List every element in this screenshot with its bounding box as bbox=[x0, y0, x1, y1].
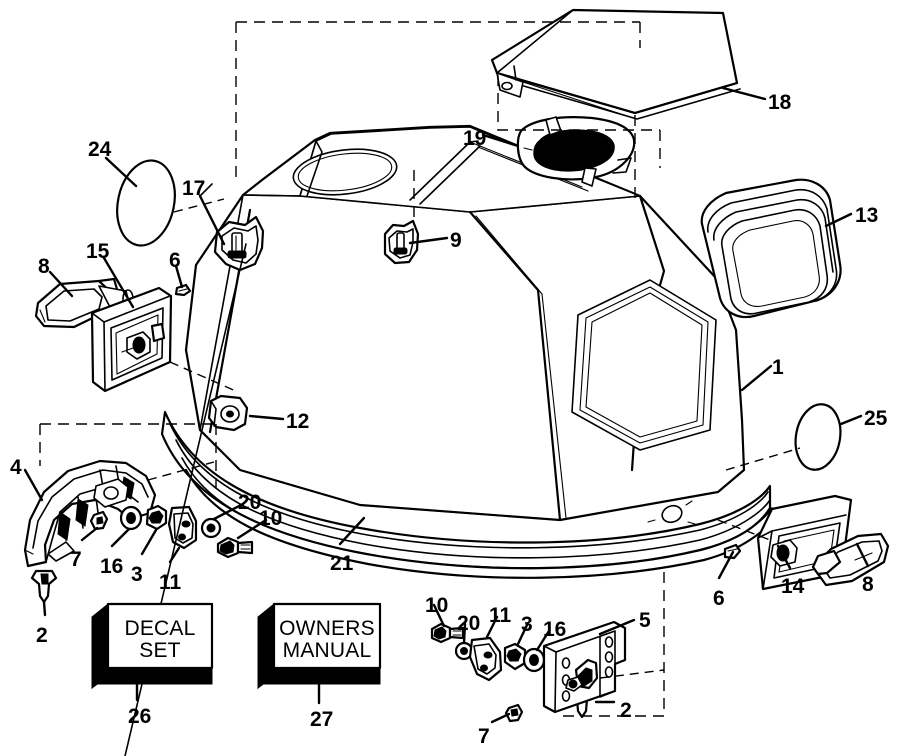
callout-26-decal-set: 26 bbox=[128, 705, 152, 728]
callout-15-latch-plate: 15 bbox=[86, 240, 110, 263]
window-seal-13 bbox=[700, 178, 842, 319]
latch-plate-15 bbox=[90, 286, 173, 393]
vent-seal-19 bbox=[516, 116, 636, 187]
oval-plug-24 bbox=[116, 159, 176, 247]
callout-3-nut-left: 3 bbox=[131, 563, 143, 586]
callout-11-keeper-right: 11 bbox=[489, 604, 512, 627]
fastener-row-left bbox=[30, 504, 254, 604]
callout-8-handle-right: 8 bbox=[862, 573, 874, 596]
engine-cover-main-body bbox=[184, 124, 746, 525]
top-cover-panel-18 bbox=[490, 8, 741, 120]
callout-18-top-cover: 18 bbox=[768, 91, 792, 114]
callout-1-engine-cover: 1 bbox=[772, 356, 784, 379]
oval-plug-25 bbox=[794, 403, 842, 471]
callout-2-fastener-left: 2 bbox=[36, 624, 48, 647]
callout-24-grommet-plug: 24 bbox=[88, 138, 112, 161]
callout-14-latch-plate-right: 14 bbox=[781, 575, 805, 598]
callout-13-window-seal: 13 bbox=[855, 204, 879, 227]
callout-6-screw-left: 6 bbox=[169, 249, 181, 272]
callout-6-screw-right: 6 bbox=[713, 587, 725, 610]
callout-21-lower-seal: 21 bbox=[330, 552, 354, 575]
callout-7-nut-right: 7 bbox=[478, 725, 490, 748]
callout-19-vent-seal: 19 bbox=[463, 127, 487, 150]
callout-20-washer-right: 20 bbox=[457, 612, 481, 635]
owners-manual-package-label: OWNERS MANUAL bbox=[279, 617, 375, 663]
callout-16-washer-right: 16 bbox=[543, 618, 567, 641]
callout-10-screw-right: 10 bbox=[425, 594, 449, 617]
callout-27-owners-manual: 27 bbox=[310, 708, 334, 731]
callout-25-plug-right: 25 bbox=[864, 407, 888, 430]
callout-3-nut-right: 3 bbox=[521, 613, 533, 636]
callout-2-fastener-right: 2 bbox=[620, 699, 632, 722]
package-boxes bbox=[91, 602, 382, 690]
bracket-4-latch-assembly bbox=[23, 459, 157, 568]
callout-4-bracket: 4 bbox=[10, 456, 22, 479]
callout-12-bushing: 12 bbox=[286, 410, 310, 433]
assembly-dashed-lines bbox=[39, 21, 801, 756]
leader-lines bbox=[23, 86, 870, 724]
knob-17 bbox=[213, 215, 265, 272]
callout-16-washer-left: 16 bbox=[100, 555, 124, 578]
handle-8-right bbox=[811, 532, 890, 587]
decal-set-package-label: DECAL SET bbox=[124, 617, 196, 663]
callout-17-knob-screw: 17 bbox=[182, 177, 206, 200]
callout-11-keeper-left: 11 bbox=[159, 571, 182, 594]
callout-5-latch-bracket: 5 bbox=[639, 609, 651, 632]
callout-7-nut-left: 7 bbox=[70, 548, 82, 571]
callout-20-washer-left: 20 bbox=[238, 491, 262, 514]
bushing-12 bbox=[207, 394, 249, 432]
screw-6-left bbox=[174, 283, 192, 297]
latch-bracket-5 bbox=[542, 620, 627, 714]
callout-8-handle-left: 8 bbox=[38, 255, 50, 278]
callout-9-fastener: 9 bbox=[450, 229, 462, 252]
callout-10-screw-left: 10 bbox=[259, 507, 283, 530]
